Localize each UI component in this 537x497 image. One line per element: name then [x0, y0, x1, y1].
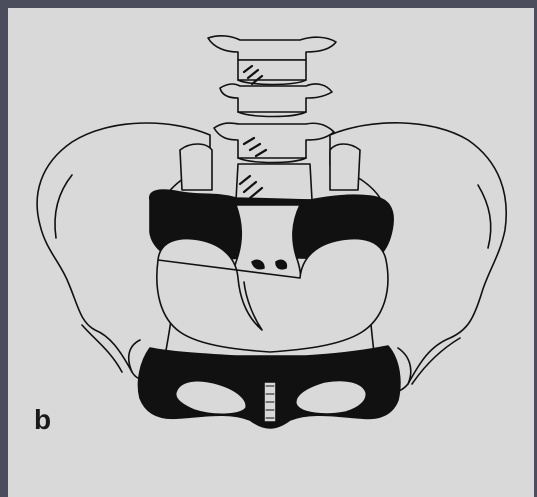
pelvis-illustration — [8, 8, 534, 497]
lumbar-vertebrae — [208, 36, 336, 200]
panel-label: b — [34, 406, 51, 434]
figure-panel: b — [8, 8, 534, 497]
